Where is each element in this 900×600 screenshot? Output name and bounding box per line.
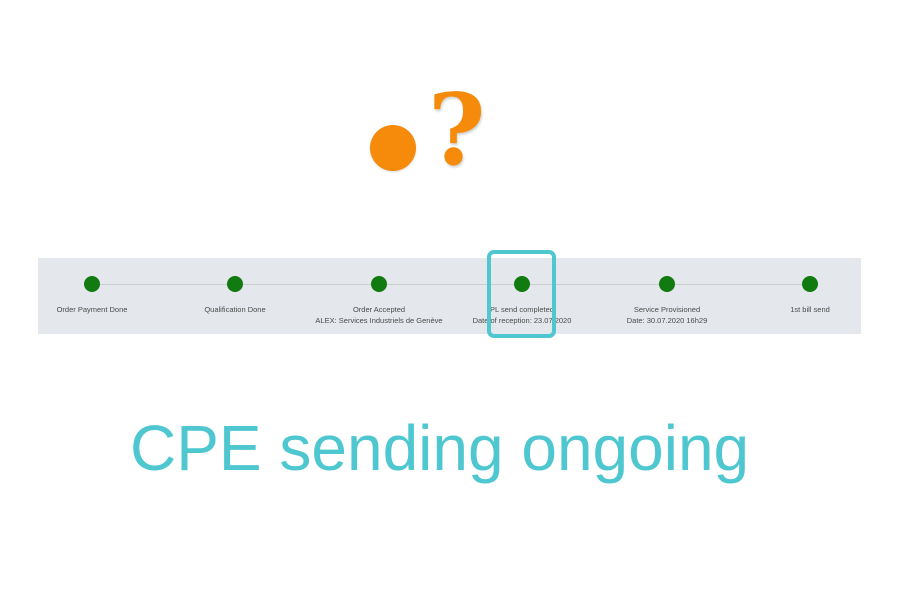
- step-label: 1st bill send: [790, 305, 830, 314]
- step-complete-dot-icon: [514, 276, 530, 292]
- current-step-highlight-box: [487, 250, 556, 338]
- orange-status-dot-icon: [370, 125, 416, 171]
- step-1st-bill-send: 1st bill send: [725, 258, 895, 334]
- step-complete-dot-icon: [802, 276, 818, 292]
- question-mark-icon: ?: [428, 73, 486, 188]
- step-complete-dot-icon: [659, 276, 675, 292]
- step-label: Order Accepted: [352, 305, 406, 314]
- step-qualification-done: Qualification Done: [150, 258, 320, 334]
- order-progress-tracker: Order Payment Done Qualification Done Or…: [38, 258, 861, 334]
- step-label: Qualification Done: [204, 305, 266, 314]
- step-sublabel: ALEX: Services Industriels de Genève: [315, 316, 443, 325]
- status-caption: CPE sending ongoing: [130, 412, 750, 484]
- step-label: Order Payment Done: [56, 305, 128, 314]
- step-sublabel: Date: 30.07.2020 16h29: [626, 316, 708, 325]
- tracker-connector-line: [92, 284, 809, 285]
- step-complete-dot-icon: [84, 276, 100, 292]
- step-pl-send-completed: PL send completed Date of reception: 23.…: [437, 258, 607, 334]
- step-label: Service Provisioned: [633, 305, 701, 314]
- step-label: PL send completed: [490, 305, 554, 314]
- step-sublabel: Date of reception: 23.07.2020: [472, 316, 572, 325]
- step-order-payment-done: Order Payment Done: [7, 258, 177, 334]
- step-service-provisioned: Service Provisioned Date: 30.07.2020 16h…: [582, 258, 752, 334]
- step-order-accepted: Order Accepted ALEX: Services Industriel…: [294, 258, 464, 334]
- step-complete-dot-icon: [371, 276, 387, 292]
- step-complete-dot-icon: [227, 276, 243, 292]
